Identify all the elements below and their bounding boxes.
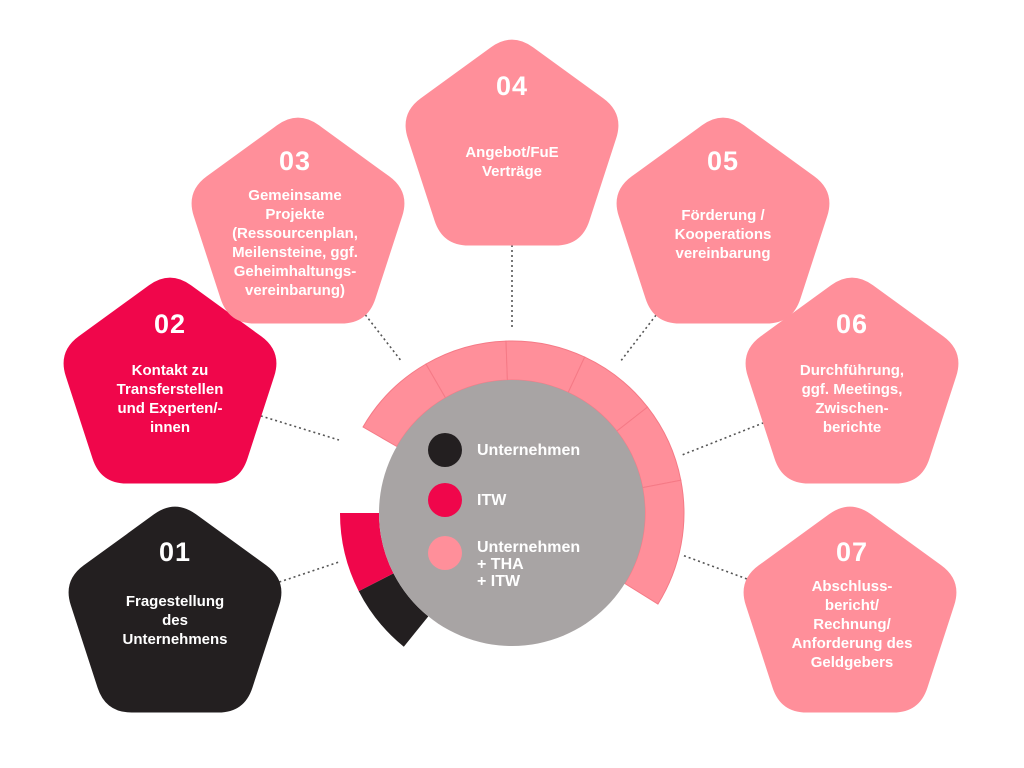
- step-02-line-2: Transferstellen: [116, 381, 224, 398]
- step-06-pentagon: [745, 277, 959, 484]
- step-02: 02 Kontakt zu Transferstellen und Expert…: [90, 309, 250, 437]
- step-03-line-1: Gemeinsame: [248, 187, 342, 204]
- step-04-line-1: Angebot/FuE: [465, 144, 559, 161]
- step-04-line-2: Verträge: [481, 163, 543, 180]
- connector-lines: [260, 245, 764, 588]
- progress-ring: [339, 340, 685, 647]
- legend-label-joint-line-2: + THA: [477, 556, 524, 573]
- step-07-number: 07: [835, 537, 869, 567]
- step-02-pentagon: [63, 277, 277, 484]
- ring-segment-1: [358, 573, 429, 647]
- step-02-line-4: innen: [150, 419, 190, 436]
- step-07-line-3: Rechnung/: [813, 616, 891, 633]
- legend-label-joint-line-3: + ITW: [477, 573, 521, 590]
- legend-item-company: Unternehmen: [428, 433, 580, 467]
- legend-label-itw: ITW: [477, 491, 507, 509]
- step-01: 01 Fragestellung des Unternehmens: [95, 537, 255, 649]
- connector-line-07: [681, 554, 762, 585]
- step-07-line-4: Anforderung des: [791, 635, 913, 652]
- step-03-number: 03: [278, 146, 312, 176]
- step-04-number: 04: [495, 71, 529, 101]
- legend-swatch-itw: [428, 483, 462, 517]
- legend-label-joint-line-1: Unternehmen: [477, 539, 581, 556]
- step-05-line-1: Förderung /: [681, 207, 765, 224]
- step-01-pentagon: [68, 506, 282, 713]
- step-02-line-1: Kontakt zu: [131, 362, 209, 379]
- legend-swatch-company: [428, 433, 462, 467]
- step-06-line-3: Zwischen-: [815, 400, 889, 417]
- step-03: 03 Gemeinsame Projekte (Ressourcenplan, …: [210, 146, 380, 300]
- step-05-line-3: vereinbarung: [675, 245, 771, 262]
- step-05: 05 Förderung / Kooperations vereinbarung: [643, 146, 803, 263]
- connector-line-06: [681, 422, 764, 456]
- step-02-line-3: und Experten/-: [117, 400, 223, 417]
- step-06-number: 06: [835, 309, 869, 339]
- step-01-line-2: des: [162, 612, 188, 629]
- step-07-line-1: Abschluss-: [811, 578, 893, 595]
- connector-line-02: [260, 415, 340, 441]
- step-07: 07 Abschluss- bericht/ Rechnung/ Anforde…: [767, 537, 937, 672]
- step-06-line-4: berichte: [822, 419, 882, 436]
- ring-segment-2: [339, 513, 394, 592]
- step-04: 04 Angebot/FuE Verträge: [432, 71, 592, 181]
- step-03-line-6: vereinbarung): [244, 282, 346, 299]
- step-07-pentagon: [743, 506, 957, 713]
- step-01-line-3: Unternehmens: [122, 631, 228, 648]
- step-02-number: 02: [153, 309, 187, 339]
- legend-item-joint: Unternehmen + THA + ITW: [428, 536, 580, 590]
- step-07-line-5: Geldgebers: [810, 654, 894, 671]
- center-legend-disc: [379, 380, 645, 646]
- step-06: 06 Durchführung, ggf. Meetings, Zwischen…: [772, 309, 932, 437]
- step-07-line-2: bericht/: [824, 597, 880, 614]
- legend-swatch-joint: [428, 536, 462, 570]
- step-03-line-5: Geheimhaltungs-: [233, 263, 357, 280]
- step-05-number: 05: [706, 146, 740, 176]
- connector-line-05: [619, 302, 666, 363]
- legend-item-itw: ITW: [428, 483, 506, 517]
- step-05-line-2: Kooperations: [674, 226, 772, 243]
- legend-label-company: Unternehmen: [477, 441, 581, 459]
- step-01-number: 01: [158, 537, 192, 567]
- step-03-line-2: Projekte: [265, 206, 325, 223]
- step-03-line-3: (Ressourcenplan,: [232, 225, 358, 242]
- step-03-pentagon: [191, 117, 405, 324]
- step-06-line-1: Durchführung,: [799, 362, 905, 379]
- step-01-line-1: Fragestellung: [125, 593, 225, 610]
- step-03-line-4: Meilensteine, ggf.: [232, 244, 358, 261]
- step-pentagons: [63, 39, 959, 713]
- step-05-pentagon: [616, 117, 830, 324]
- step-06-line-2: ggf. Meetings,: [801, 381, 903, 398]
- step-04-pentagon: [405, 39, 619, 246]
